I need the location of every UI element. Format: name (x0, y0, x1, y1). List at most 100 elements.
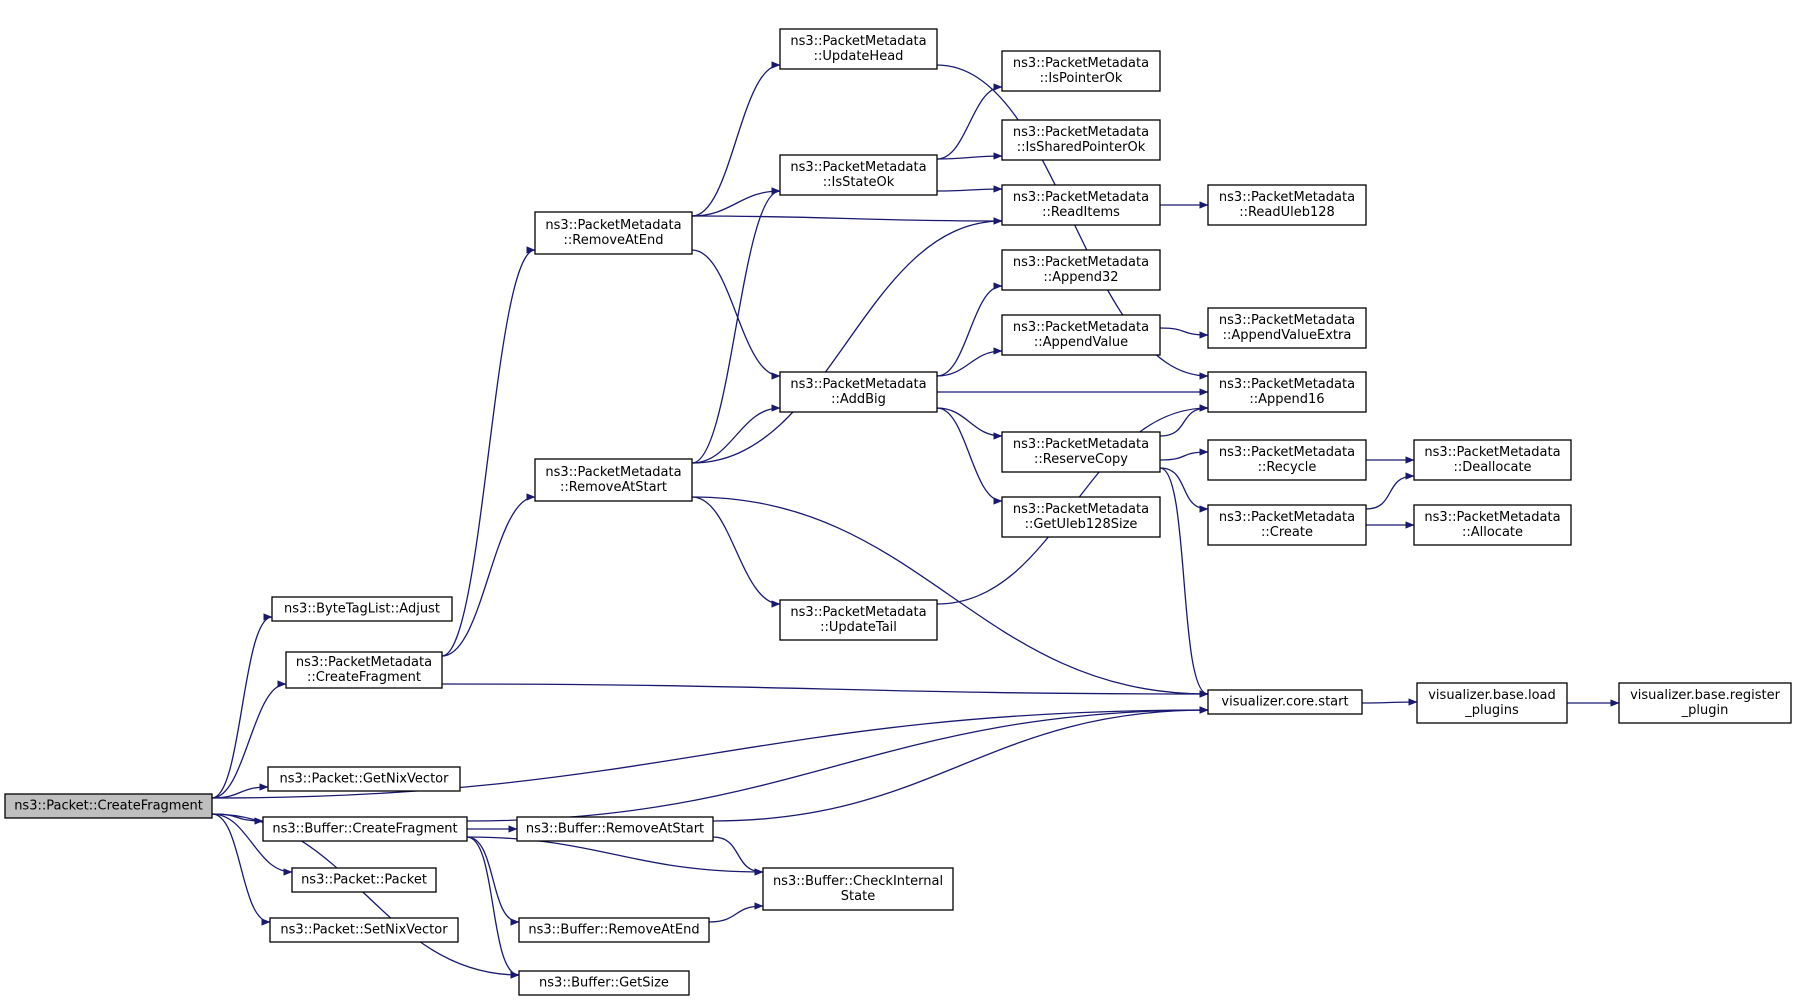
node-pm-readuleb128[interactable]: ns3::PacketMetadata::ReadUleb128 (1207, 184, 1367, 226)
node-label: ::AppendValue (1034, 335, 1128, 350)
node-label: ns3::Packet::SetNixVector (280, 923, 448, 938)
node-label: ns3::PacketMetadata (1219, 313, 1355, 328)
node-label: ns3::Packet::Packet (301, 873, 427, 888)
edge-pm-create-to-pm-deallocate (1365, 472, 1415, 510)
node-btl-adjust[interactable]: ns3::ByteTagList::Adjust (271, 596, 453, 622)
node-label: ::Allocate (1462, 525, 1523, 540)
edge-buf-createfragment-to-buf-checkinternal (466, 836, 764, 876)
node-box (1001, 314, 1161, 356)
node-pm-create[interactable]: ns3::PacketMetadata::Create (1207, 504, 1367, 546)
node-box (285, 651, 443, 689)
edge-pm-removeatstart-to-pm-updatetail (691, 496, 781, 608)
node-label: ::Create (1261, 525, 1313, 540)
node-pm-append16[interactable]: ns3::PacketMetadata::Append16 (1207, 371, 1367, 413)
node-box (1207, 689, 1363, 715)
edge-buf-createfragment-to-buf-removeatend (466, 836, 520, 926)
edge-pm-removeatend-to-pm-addbig (691, 249, 781, 380)
node-pm-isstateok[interactable]: ns3::PacketMetadata::IsStateOk (779, 154, 938, 196)
node-label: ::Deallocate (1453, 460, 1531, 475)
node-label: ns3::PacketMetadata (1424, 445, 1560, 460)
node-label: ::Append32 (1043, 270, 1118, 285)
node-box (1001, 249, 1161, 291)
node-box (518, 917, 710, 943)
node-label: ::IsSharedPointerOk (1017, 140, 1146, 155)
node-label: ns3::PacketMetadata (545, 218, 681, 233)
node-pm-updatehead[interactable]: ns3::PacketMetadata::UpdateHead (779, 28, 938, 70)
node-pm-addbig[interactable]: ns3::PacketMetadata::AddBig (779, 371, 938, 413)
node-box (779, 599, 938, 641)
node-vis-load-plugins[interactable]: visualizer.base.load_plugins (1416, 682, 1568, 724)
node-label: visualizer.base.load (1428, 688, 1556, 703)
node-label: ns3::PacketMetadata (1219, 445, 1355, 460)
node-buf-removeatstart[interactable]: ns3::Buffer::RemoveAtStart (516, 816, 714, 842)
node-pm-allocate[interactable]: ns3::PacketMetadata::Allocate (1413, 504, 1572, 546)
node-pm-removeatend[interactable]: ns3::PacketMetadata::RemoveAtEnd (534, 211, 693, 255)
node-label: State (841, 889, 875, 904)
node-label: visualizer.core.start (1221, 695, 1348, 710)
node-label: ::IsStateOk (823, 175, 895, 190)
edge-pm-removeatend-to-pm-updatehead (691, 61, 781, 217)
node-label: ::AddBig (831, 392, 886, 407)
edge-root-to-packet-packet (211, 813, 293, 876)
node-pm-ispointerok[interactable]: ns3::PacketMetadata::IsPointerOk (1001, 50, 1161, 92)
edge-pm-removeatstart-to-pm-isstateok (691, 187, 781, 464)
node-box (534, 211, 693, 255)
node-buf-getsize[interactable]: ns3::Buffer::GetSize (518, 970, 690, 996)
node-pm-readitems[interactable]: ns3::PacketMetadata::ReadItems (1001, 184, 1161, 226)
node-getnix[interactable]: ns3::Packet::GetNixVector (267, 766, 461, 792)
edge-pm-reservecopy-to-pm-recycle (1159, 448, 1209, 461)
edge-pm-reservecopy-to-pm-create (1159, 467, 1209, 513)
node-pm-createfragment[interactable]: ns3::PacketMetadata::CreateFragment (285, 651, 443, 689)
node-box (1413, 439, 1572, 481)
node-vis-register-plugin[interactable]: visualizer.base.register_plugin (1618, 682, 1792, 724)
edge-pm-removeatstart-to-pm-addbig (691, 404, 781, 464)
node-vis-core-start[interactable]: visualizer.core.start (1207, 689, 1363, 715)
node-label: ns3::PacketMetadata (1013, 56, 1149, 71)
node-pm-append32[interactable]: ns3::PacketMetadata::Append32 (1001, 249, 1161, 291)
node-label: ns3::PacketMetadata (1219, 510, 1355, 525)
edge-root-to-getnix (211, 783, 269, 799)
node-pm-getuleb128size[interactable]: ns3::PacketMetadata::GetUleb128Size (1001, 496, 1161, 538)
node-label: ns3::PacketMetadata (790, 160, 926, 175)
node-label: ::IsPointerOk (1040, 71, 1123, 86)
edge-buf-removeatstart-to-buf-checkinternal (712, 836, 764, 876)
node-pm-recycle[interactable]: ns3::PacketMetadata::Recycle (1207, 439, 1367, 481)
node-box (1001, 431, 1161, 473)
node-pm-appendvalue[interactable]: ns3::PacketMetadata::AppendValue (1001, 314, 1161, 356)
node-box (779, 371, 938, 413)
node-box (1207, 504, 1367, 546)
edge-buf-removeatend-to-buf-checkinternal (708, 902, 764, 923)
node-pm-updatetail[interactable]: ns3::PacketMetadata::UpdateTail (779, 599, 938, 641)
edge-pm-appendvalue-to-pm-appendvalueextra (1159, 327, 1209, 339)
node-pm-issharedpointerok[interactable]: ns3::PacketMetadata::IsSharedPointerOk (1001, 119, 1161, 161)
node-label: ns3::PacketMetadata (1013, 320, 1149, 335)
node-label: ns3::Packet::GetNixVector (280, 772, 450, 787)
node-pm-removeatstart[interactable]: ns3::PacketMetadata::RemoveAtStart (534, 458, 693, 502)
edge-pm-removeatstart-to-vis-core-start (691, 496, 1209, 698)
node-packet-packet[interactable]: ns3::Packet::Packet (291, 867, 437, 893)
edge-pm-isstateok-to-pm-issharedpointerok (936, 152, 1003, 160)
edge-root-to-pm-createfragment (211, 680, 287, 799)
edge-buf-createfragment-to-buf-getsize (466, 836, 520, 979)
node-buf-createfragment[interactable]: ns3::Buffer::CreateFragment (262, 816, 468, 842)
node-pm-reservecopy[interactable]: ns3::PacketMetadata::ReserveCopy (1001, 431, 1161, 473)
node-pm-deallocate[interactable]: ns3::PacketMetadata::Deallocate (1413, 439, 1572, 481)
node-label: ns3::PacketMetadata (296, 655, 432, 670)
node-root[interactable]: ns3::Packet::CreateFragment (4, 793, 213, 819)
edge-pm-createfragment-to-pm-removeatstart (441, 493, 536, 657)
node-box (1207, 307, 1367, 349)
node-box (291, 867, 437, 893)
node-box (267, 766, 461, 792)
node-setnix[interactable]: ns3::Packet::SetNixVector (269, 917, 459, 943)
node-label: ns3::ByteTagList::Adjust (284, 602, 440, 617)
node-pm-appendvalueextra[interactable]: ns3::PacketMetadata::AppendValueExtra (1207, 307, 1367, 349)
edge-pm-removeatend-to-pm-readitems (691, 215, 1003, 225)
node-label: ns3::PacketMetadata (1013, 502, 1149, 517)
node-box (1618, 682, 1792, 724)
node-box (534, 458, 693, 502)
node-box (1001, 184, 1161, 226)
node-buf-removeatend[interactable]: ns3::Buffer::RemoveAtEnd (518, 917, 710, 943)
